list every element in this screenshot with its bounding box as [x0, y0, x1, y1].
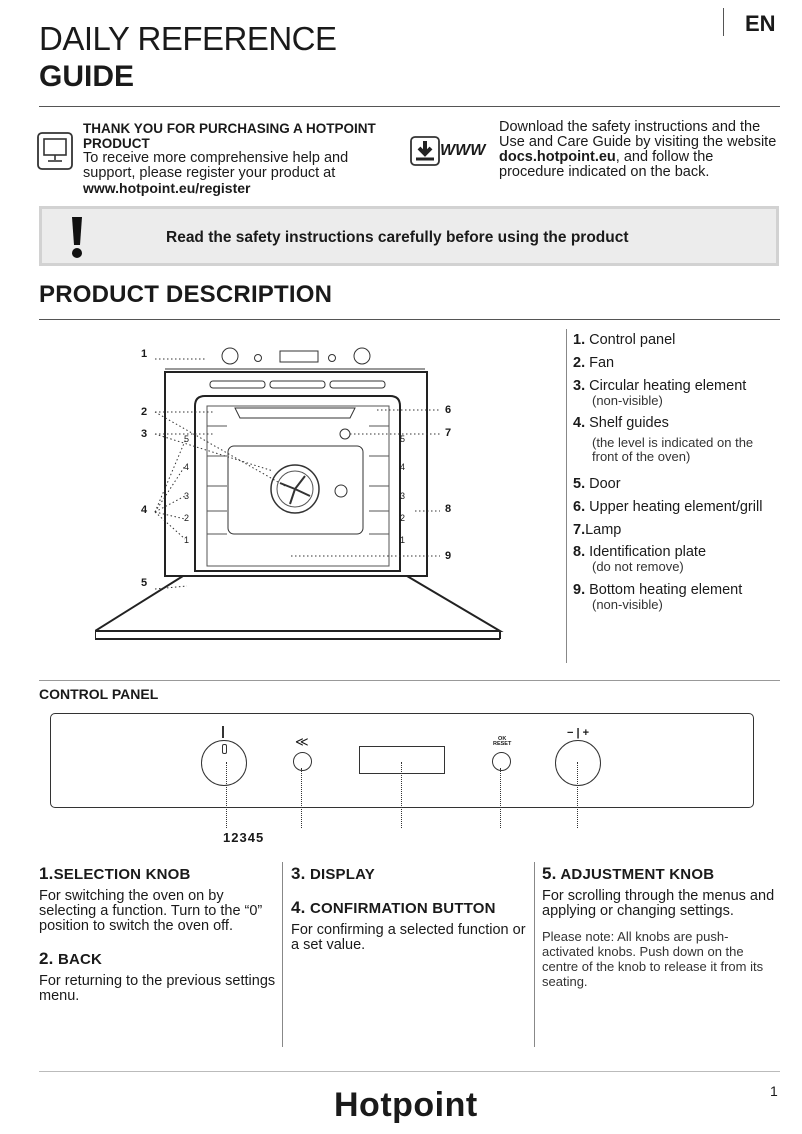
thanks-text: To receive more comprehensive help and s… — [83, 150, 349, 181]
callout-4: 4 — [141, 504, 148, 516]
column-1: 1.SELECTION KNOB For switching the oven … — [39, 864, 279, 1004]
download-link[interactable]: docs.hotpoint.eu — [499, 149, 616, 165]
callout-8: 8 — [445, 503, 452, 515]
callout-7: 7 — [445, 427, 452, 439]
back-symbol: ≪ — [295, 734, 309, 749]
selection-knob-pointer — [222, 744, 227, 754]
header-divider — [723, 8, 724, 36]
page-title-line1: DAILY REFERENCE — [39, 20, 337, 57]
leader-1 — [226, 762, 227, 828]
download-www-icon: WWW — [410, 136, 490, 168]
item-heading: 4. CONFIRMATION BUTTON — [291, 898, 496, 917]
legend-item-8-sub: (do not remove) — [592, 559, 684, 574]
shelf-left-2: 2 — [184, 513, 190, 523]
shelf-left-1: 1 — [184, 535, 190, 545]
note-text: Please note: All knobs are push-activate… — [542, 929, 764, 989]
legend-divider — [566, 329, 567, 663]
www-label: WWW — [440, 142, 486, 159]
shelf-left-3: 3 — [184, 491, 190, 501]
legend-item-1: 1. Control panel — [573, 332, 676, 348]
item-heading: 1.SELECTION KNOB — [39, 864, 191, 883]
confirmation-button[interactable] — [492, 752, 511, 771]
shelf-left-4: 4 — [184, 462, 190, 472]
legend-item-8: 8. Identification plate — [573, 544, 707, 560]
column-3: 5. ADJUSTMENT KNOB For scrolling through… — [542, 864, 780, 989]
leader-3 — [401, 762, 402, 828]
oven-diagram: 1 2 3 4 5 6 7 8 9 5 4 3 2 1 5 4 3 2 1 — [91, 336, 505, 646]
display — [359, 746, 445, 774]
download-text-1: Download the safety instructions and the… — [499, 119, 777, 150]
legend-item-4: 4. Shelf guides — [573, 415, 669, 431]
ok-reset-label: OK RESET — [493, 736, 512, 747]
adjust-symbol: − | + — [567, 727, 590, 739]
safety-banner: Read the safety instructions carefully b… — [39, 206, 779, 266]
selection-knob-marker — [222, 726, 230, 738]
control-callouts: 12345 — [223, 830, 265, 845]
header-rule — [39, 106, 780, 107]
monitor-icon — [37, 132, 73, 170]
download-text-2: , and follow the procedure indicated on … — [499, 149, 714, 180]
hotpoint-logo: Hotpoint — [334, 1086, 478, 1124]
callout-2: 2 — [141, 406, 148, 418]
legend-item-2: 2. Fan — [573, 355, 615, 371]
legend-item-5: 5. Door — [573, 476, 621, 492]
adjustment-knob[interactable] — [555, 740, 601, 786]
item-heading: 5. ADJUSTMENT KNOB — [542, 864, 715, 883]
column-2: 3. DISPLAY 4. CONFIRMATION BUTTON For co… — [291, 864, 531, 953]
page-title-line2: GUIDE — [39, 60, 135, 93]
product-description-rule — [39, 319, 780, 320]
leader-5 — [577, 762, 578, 828]
registration-block: THANK YOU FOR PURCHASING A HOTPOINT PROD… — [83, 121, 403, 196]
shelf-left-5: 5 — [184, 434, 190, 444]
legend-item-9-sub: (non-visible) — [592, 597, 663, 612]
page-number: 1 — [770, 1083, 778, 1099]
item-text: For returning to the previous settings m… — [39, 973, 276, 1004]
item-text: For switching the oven on by selecting a… — [39, 888, 263, 934]
item-heading: 2. BACK — [39, 949, 103, 968]
safety-text: Read the safety instructions carefully b… — [166, 229, 629, 246]
item-text: For scrolling through the menus and appl… — [542, 888, 775, 919]
callout-6: 6 — [445, 404, 452, 416]
exclamation-icon — [70, 217, 84, 258]
shelf-right-2: 2 — [400, 513, 406, 523]
footer-rule — [39, 1071, 780, 1072]
legend-item-9: 9. Bottom heating element — [573, 582, 743, 598]
item-heading: 3. DISPLAY — [291, 864, 375, 883]
register-link[interactable]: www.hotpoint.eu/register — [83, 180, 251, 196]
column-divider-2 — [534, 862, 535, 1047]
column-divider-1 — [282, 862, 283, 1047]
product-description-title: PRODUCT DESCRIPTION — [39, 281, 333, 308]
legend-item-4-sub: (the level is indicated on the front of … — [592, 435, 754, 464]
shelf-right-1: 1 — [400, 535, 406, 545]
callout-3: 3 — [141, 428, 148, 440]
language-badge: EN — [745, 11, 776, 36]
legend-item-7: 7.Lamp — [573, 522, 622, 538]
shelf-right-4: 4 — [400, 462, 406, 472]
back-button[interactable] — [293, 752, 312, 771]
callout-1: 1 — [141, 348, 148, 360]
download-block: Download the safety instructions and the… — [499, 120, 781, 180]
shelf-right-5: 5 — [400, 434, 406, 444]
control-panel-title: CONTROL PANEL — [39, 686, 159, 702]
leader-2 — [301, 768, 302, 828]
leader-4 — [500, 768, 501, 828]
item-text: For confirming a selected function or a … — [291, 922, 526, 953]
legend-item-3-sub: (non-visible) — [592, 393, 663, 408]
selection-knob[interactable] — [201, 740, 247, 786]
thanks-heading: THANK YOU FOR PURCHASING A HOTPOINT PROD… — [83, 121, 376, 151]
legend-item-3: 3. Circular heating element — [573, 378, 747, 394]
shelf-right-3: 3 — [400, 491, 406, 501]
callout-5: 5 — [141, 577, 148, 589]
legend-item-6: 6. Upper heating element/grill — [573, 499, 763, 515]
control-panel-rule — [39, 680, 780, 681]
callout-9: 9 — [445, 550, 452, 562]
control-panel-diagram — [50, 713, 754, 808]
